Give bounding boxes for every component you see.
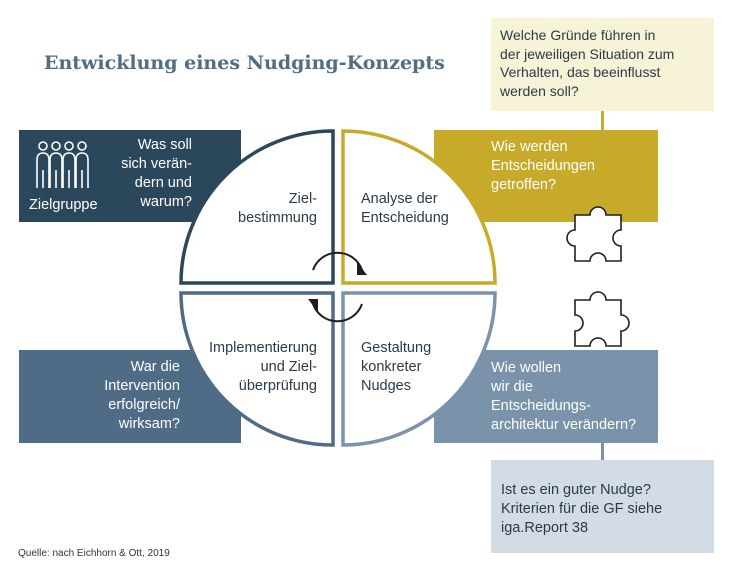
cycle-arrows-icon (312, 251, 363, 323)
decision-making-question: Wie werden Entscheidungen getroffen? (491, 139, 595, 193)
connector-line-top (601, 110, 604, 132)
page-title: Entwicklung eines Nudging-Konzepts (44, 52, 445, 74)
target-group-label: Zielgruppe (29, 197, 98, 213)
puzzle-piece-icon (574, 291, 630, 347)
note-box-reasons: Welche Gründe führen in der jeweiligen S… (491, 18, 714, 111)
evaluation-question: War die Intervention erfolgreich/ wirksa… (104, 359, 180, 432)
quadrant-implementation-label: Implementierung und Ziel- überprüfung (209, 340, 317, 394)
cycle-arrowhead-right-icon (357, 262, 367, 275)
connector-line-bottom (601, 442, 604, 462)
cycle-arrowhead-left-icon (308, 299, 318, 312)
box-choice-architecture: Wie wollen wir die Entscheidungs- archit… (434, 350, 658, 443)
quadrant-goal-setting (179, 129, 335, 285)
quadrant-decision-analysis-label: Analyse der Entscheidung (361, 191, 449, 226)
group-people-icon (36, 141, 89, 188)
note-box-good-nudge: Ist es ein guter Nudge? Kriterien für di… (491, 460, 714, 553)
quadrant-nudge-design-label: Gestaltung konkreter Nudges (361, 340, 432, 394)
puzzle-piece-icon (566, 206, 622, 262)
quadrant-goal-setting-label: Ziel- bestimmung (238, 191, 317, 226)
note-reasons-text: Welche Gründe führen in der jeweiligen S… (500, 27, 675, 99)
quadrant-nudge-design (341, 291, 497, 447)
note-good-nudge-text: Ist es ein guter Nudge? Kriterien für di… (501, 482, 663, 536)
target-group-question: Was soll sich verän- dern und warum? (121, 137, 192, 210)
quadrant-implementation (179, 291, 335, 447)
choice-architecture-question: Wie wollen wir die Entscheidungs- archit… (491, 360, 637, 433)
quadrant-decision-analysis (341, 129, 497, 285)
source-note: Quelle: nach Eichhorn & Ott, 2019 (18, 548, 170, 559)
